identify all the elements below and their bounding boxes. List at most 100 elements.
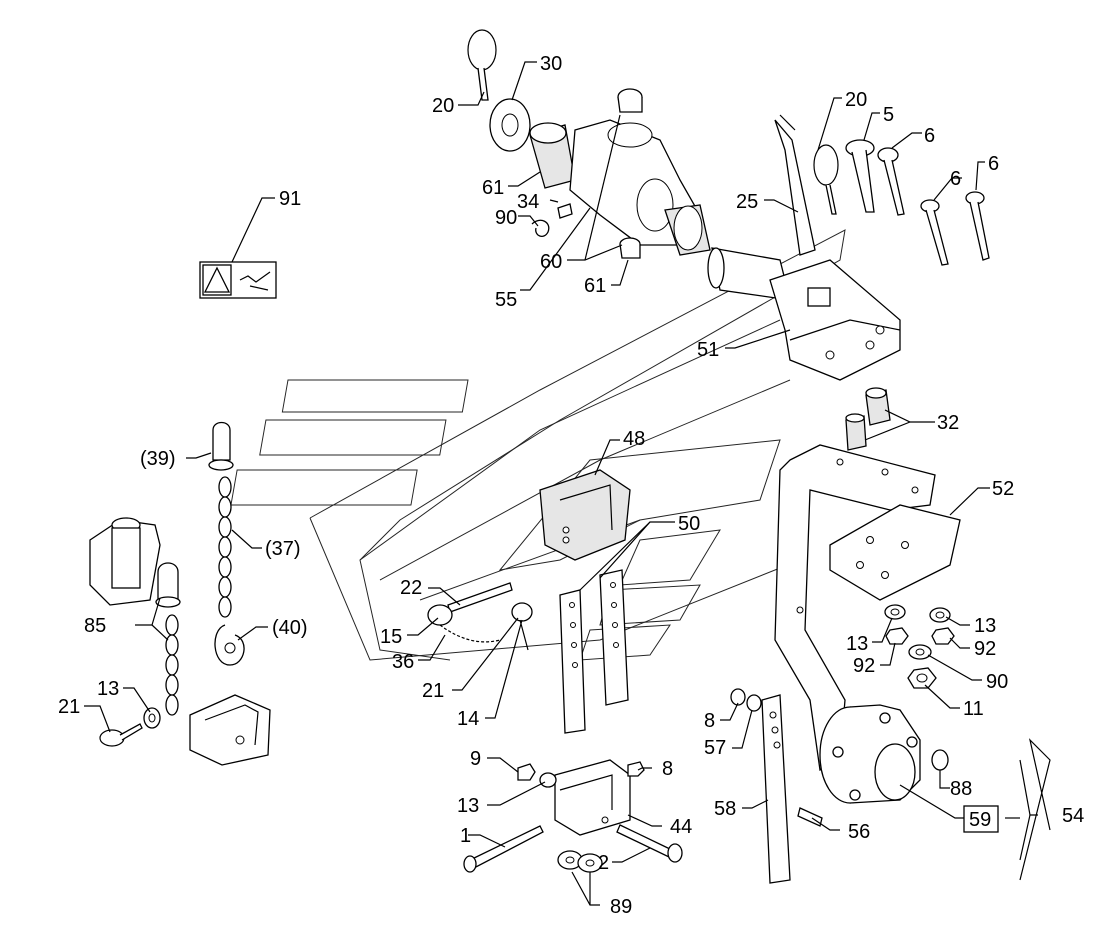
- callout-88: 88: [950, 778, 972, 800]
- callout-59: 59: [969, 809, 991, 831]
- linch-pin-21: [99, 723, 143, 747]
- spacer-32a: [865, 387, 891, 426]
- callout-15: 15: [380, 626, 402, 648]
- callout-21: 21: [422, 680, 444, 702]
- support-bracket: [774, 444, 936, 771]
- washers-89: [557, 850, 603, 873]
- callout-21: 21: [58, 696, 80, 718]
- plate-52: [829, 504, 961, 601]
- callout-91: 91: [279, 188, 301, 210]
- callout-13: 13: [457, 795, 479, 817]
- washer-13a: [884, 604, 906, 620]
- u-bracket-left: [189, 694, 271, 766]
- callout-labels: 20 30 20 5 6 6 6 91 61 34 90 25 60 61 55…: [58, 53, 1084, 918]
- callout-92: 92: [853, 655, 875, 677]
- callout-2: 2: [598, 852, 609, 874]
- hitch-bracket-left: [89, 517, 161, 606]
- callout-13: 13: [846, 633, 868, 655]
- callout-8: 8: [662, 758, 673, 780]
- long-bolt-1: [463, 825, 544, 873]
- callout-37: (37): [265, 538, 301, 560]
- wheel-hub: [819, 704, 921, 804]
- adjuster-bar-a: [559, 589, 586, 734]
- ring-20b: [813, 144, 839, 215]
- bolt-2: [616, 824, 683, 863]
- callout-61: 61: [482, 177, 504, 199]
- nut-92a: [885, 627, 909, 645]
- callout-8: 8: [704, 710, 715, 732]
- nut-88: [931, 749, 949, 771]
- chain-36: [439, 624, 501, 643]
- bushing-61b: [664, 204, 711, 256]
- callout-1: 1: [460, 825, 471, 847]
- callout-48: 48: [623, 428, 645, 450]
- chain-85: [165, 614, 179, 716]
- callout-54: 54: [1062, 805, 1084, 827]
- callout-50: 50: [678, 513, 700, 535]
- callout-6: 6: [988, 153, 999, 175]
- callout-13: 13: [974, 615, 996, 637]
- callout-55: 55: [495, 289, 517, 311]
- bolt-56: [797, 807, 823, 827]
- callout-32: 32: [937, 412, 959, 434]
- spacer-32b: [845, 413, 867, 451]
- callout-5: 5: [883, 104, 894, 126]
- callout-30: 30: [540, 53, 562, 75]
- bushing-60: [619, 237, 641, 259]
- callout-44: 44: [670, 816, 692, 838]
- callout-25: 25: [736, 191, 758, 213]
- shackle-39: [208, 421, 234, 471]
- callout-14: 14: [457, 708, 479, 730]
- washer-13b: [929, 607, 951, 623]
- washer-57: [746, 694, 762, 712]
- callout-20: 20: [432, 95, 454, 117]
- chain-37: [218, 476, 232, 618]
- callout-22: 22: [400, 577, 422, 599]
- lynch-pin-ring: [467, 29, 497, 101]
- clamp-block-48: [539, 469, 631, 561]
- shaft: [707, 247, 791, 301]
- callout-61: 61: [584, 275, 606, 297]
- washer-13d: [539, 772, 557, 788]
- washer-30: [489, 98, 531, 152]
- nut-8b: [627, 761, 645, 777]
- callout-56: 56: [848, 821, 870, 843]
- bolt-6c: [965, 191, 990, 261]
- bushing-61: [529, 122, 576, 189]
- warning-decal: [199, 261, 277, 299]
- callout-52: 52: [992, 478, 1014, 500]
- callout-13: 13: [97, 678, 119, 700]
- hitch-body-51: [769, 259, 901, 381]
- nut-8a: [730, 688, 746, 706]
- bolt-5: [845, 139, 875, 213]
- nut-11: [907, 667, 937, 689]
- callout-11: 11: [963, 698, 984, 720]
- callout-59-box: [963, 805, 999, 833]
- callout-40: (40): [272, 617, 308, 639]
- callout-36: 36: [392, 651, 414, 673]
- shackle-85: [155, 562, 181, 608]
- callout-90: 90: [495, 207, 517, 229]
- callout-58: 58: [714, 798, 736, 820]
- callout-90: 90: [986, 671, 1008, 693]
- adjuster-bar-b: [599, 569, 629, 706]
- callout-34: 34: [517, 191, 539, 213]
- callout-60: 60: [540, 251, 562, 273]
- callout-57: 57: [704, 737, 726, 759]
- callout-89: 89: [610, 896, 632, 918]
- nut-9: [517, 763, 536, 781]
- clevis-bracket-44: [554, 759, 631, 836]
- callout-51: 51: [697, 339, 719, 361]
- flat-bar-58: [761, 694, 791, 884]
- callout-6: 6: [950, 168, 961, 190]
- callout-6: 6: [924, 125, 935, 147]
- callout-92: 92: [974, 638, 996, 660]
- bolt-6a: [877, 147, 905, 216]
- callout-20: 20: [845, 89, 867, 111]
- bolt-6b: [920, 199, 949, 266]
- grease-nipple-34: [557, 203, 573, 219]
- hitch-pin-25: [774, 114, 816, 256]
- pin-22: [427, 582, 513, 626]
- washer-13c: [143, 707, 161, 729]
